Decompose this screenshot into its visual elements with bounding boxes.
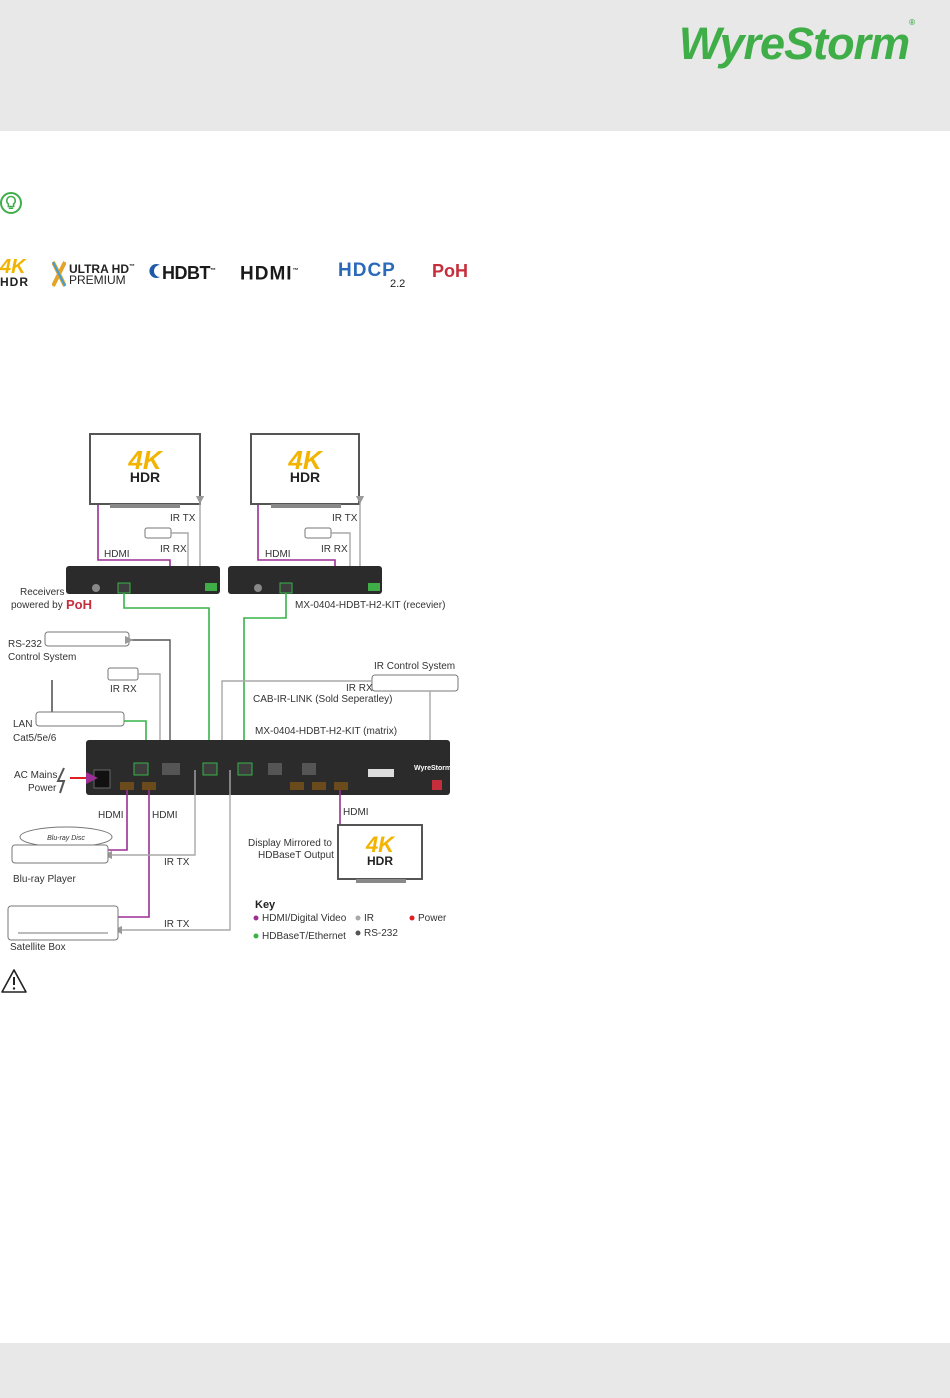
receiver-2 <box>228 566 382 594</box>
rs232-cable <box>124 635 171 740</box>
bluray-disc-label: Blu-ray Disc <box>47 835 85 842</box>
label-ir-tx-1: IR TX <box>170 513 196 524</box>
wyrestorm-logo: WyreStorm® <box>678 18 915 69</box>
ir-tx-cable-4 <box>113 770 231 935</box>
badge-hdmi: HDMI™ <box>240 263 300 285</box>
tv-3-4k: 4K <box>365 832 396 857</box>
label-matrix-model: MX-0404-HDBT-H2-KIT (matrix) <box>255 726 397 737</box>
connection-diagram: 4K HDR 4K HDR IR TX IR RX HDMI IR TX IR … <box>0 425 470 970</box>
tv-2: 4K HDR <box>250 433 360 508</box>
label-ir-rx-4: IR RX <box>346 683 373 694</box>
legend-dot-ir <box>355 915 361 921</box>
label-hdmi-1: HDMI <box>104 549 130 560</box>
connection-diagram-svg: 4K HDR 4K HDR IR TX IR RX HDMI IR TX IR … <box>7 433 459 953</box>
legend-hdmi: HDMI/Digital Video <box>262 913 347 924</box>
label-hdmi-4: HDMI <box>152 810 178 821</box>
ir-rx-cable-3 <box>138 673 161 740</box>
label-receiver-model: MX-0404-HDBT-H2-KIT (recevier) <box>295 600 445 611</box>
label-satellite-box: Satellite Box <box>10 942 66 953</box>
lightbulb-icon <box>0 192 22 221</box>
matrix-brand-label: WyreStorm <box>414 765 451 772</box>
tv-3: 4K HDR <box>337 824 423 883</box>
label-hdmi-3: HDMI <box>98 810 124 821</box>
hdbaset-cable-1 <box>123 593 210 740</box>
legend-power: Power <box>418 913 447 924</box>
power-bolt-icon <box>56 767 66 794</box>
label-rs232: RS-232 <box>8 639 42 650</box>
legend-ir: IR <box>364 913 374 924</box>
legend-dot-power <box>409 915 415 921</box>
label-display-mirrored: Display Mirrored to <box>248 838 332 849</box>
label-powered-by: powered by <box>11 600 63 611</box>
hdmi-cable-satellite <box>118 790 150 918</box>
ir-rx-sensor-3 <box>107 667 139 681</box>
ultrahd-x-icon <box>52 261 66 287</box>
label-hdmi-5: HDMI <box>343 807 369 818</box>
cab-ir-link-cable <box>221 680 372 740</box>
ir-rx-sensor-2 <box>304 527 332 539</box>
legend-hdbaset: HDBaseT/Ethernet <box>262 931 346 942</box>
label-ir-rx-3: IR RX <box>110 684 137 695</box>
label-cab-ir-link: CAB-IR-LINK (Sold Seperatley) <box>253 694 393 705</box>
hdbaset-swirl-icon <box>149 264 160 278</box>
ir-tx-cable-3 <box>103 770 196 860</box>
tv-2-hdr: HDR <box>290 469 320 485</box>
label-hdmi-2: HDMI <box>265 549 291 560</box>
legend: Key HDMI/Digital Video IR Power HDBaseT/… <box>253 899 447 942</box>
label-ir-control-system: IR Control System <box>374 661 455 672</box>
legend-dot-hdbaset <box>253 933 259 939</box>
legend-rs232: RS-232 <box>364 928 398 939</box>
legend-dot-rs232 <box>355 930 361 936</box>
label-power: Power <box>28 783 57 794</box>
tv-3-hdr: HDR <box>367 854 393 868</box>
warning-triangle-icon <box>0 968 28 999</box>
ir-rx-cable-1 <box>171 532 189 582</box>
badge-4k-hdr: 4K HDR <box>0 256 29 289</box>
ir-rx-cable-2 <box>331 532 351 582</box>
label-ac-mains: AC Mains <box>14 770 57 781</box>
ir-control-system-device <box>371 674 459 692</box>
badge-poh: PoH <box>432 261 468 281</box>
tv-1: 4K HDR <box>89 433 201 508</box>
lan-router <box>35 680 125 727</box>
label-ir-rx-2: IR RX <box>321 544 348 555</box>
satellite-box <box>7 905 119 941</box>
label-bluray-player: Blu-ray Player <box>13 874 76 885</box>
badge-hdcp: HDCP 2.2 <box>338 260 406 290</box>
page-header: WyreStorm® <box>0 0 950 131</box>
page-footer <box>0 1343 950 1398</box>
label-control-system: Control System <box>8 652 76 663</box>
matrix-switcher: WyreStorm <box>86 740 451 795</box>
receiver-1 <box>66 566 220 594</box>
bluray-player: Blu-ray Disc <box>11 826 113 864</box>
label-ir-tx-4: IR TX <box>164 919 190 930</box>
hdbaset-cable-2 <box>243 593 287 740</box>
label-ir-rx-1: IR RX <box>160 544 187 555</box>
tv-1-4k: 4K <box>127 445 163 475</box>
lan-cable <box>124 720 147 740</box>
label-ir-tx-3: IR TX <box>164 857 190 868</box>
rs232-control-device <box>44 631 130 647</box>
tv-1-hdr: HDR <box>130 469 160 485</box>
label-poh: PoH <box>66 597 92 612</box>
hdmi-cable-bluray <box>108 790 128 851</box>
label-ir-tx-2: IR TX <box>332 513 358 524</box>
tv-2-4k: 4K <box>287 445 323 475</box>
label-hdbaset-output: HDBaseT Output <box>258 850 334 861</box>
legend-title: Key <box>255 899 276 911</box>
label-cat5: Cat5/5e/6 <box>13 733 57 744</box>
label-lan: LAN <box>13 719 32 730</box>
legend-dot-hdmi <box>253 915 259 921</box>
label-receivers: Receivers <box>20 587 64 598</box>
ir-rx-sensor-1 <box>144 527 172 539</box>
